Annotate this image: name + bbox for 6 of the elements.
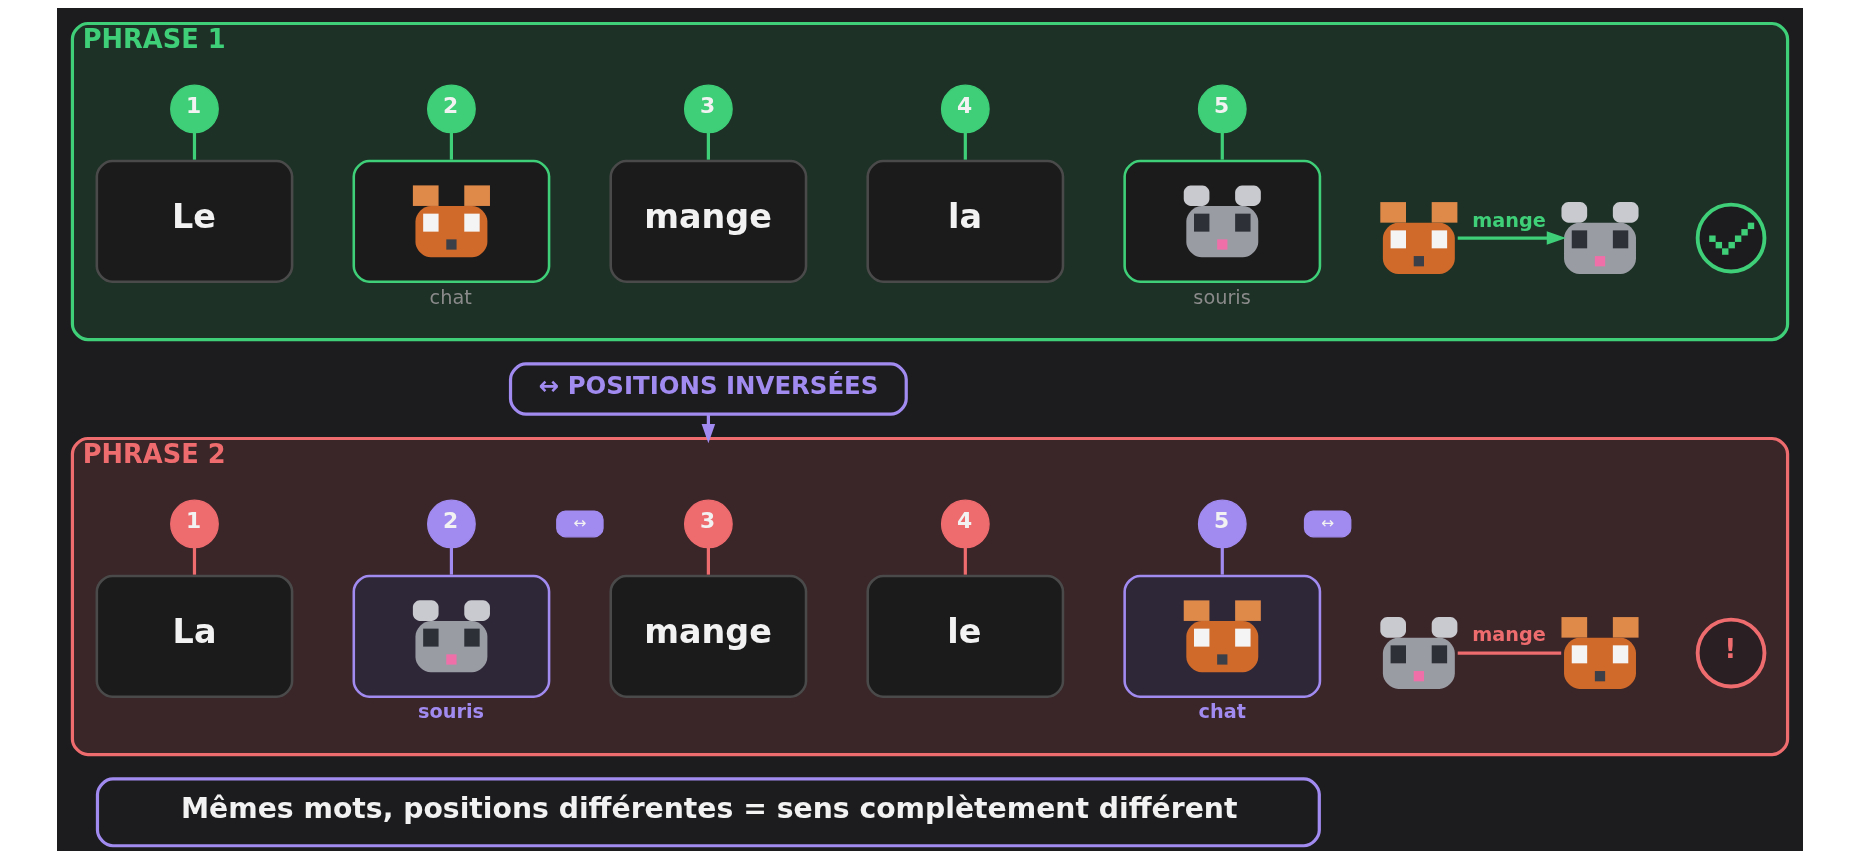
node-label: souris [1193,286,1251,310]
node-label: souris [418,699,485,723]
node-label: chat [1198,699,1246,723]
node-label: chat [429,286,472,310]
edge-label: mange [1472,623,1546,647]
edge-label: mange [1472,208,1546,232]
